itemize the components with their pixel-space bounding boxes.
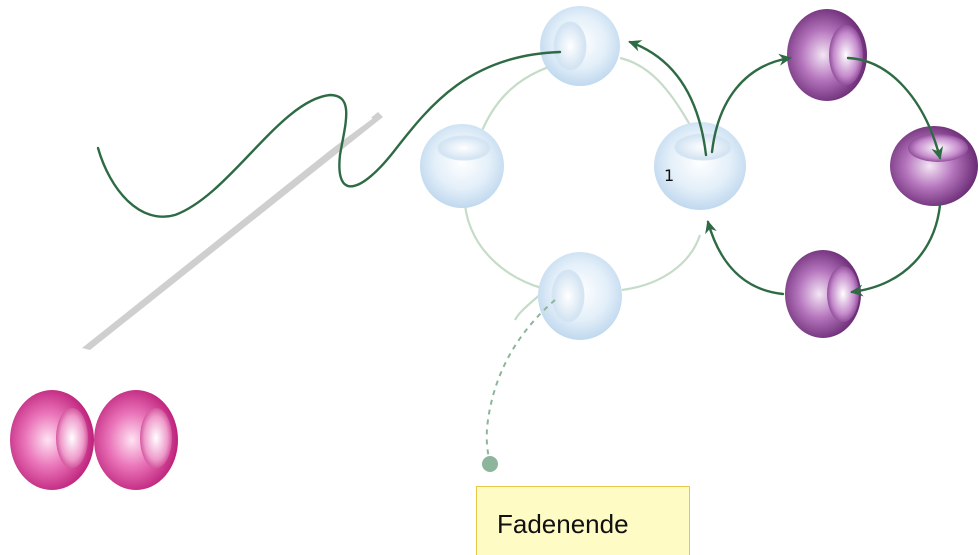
purple-bead-bottom: [785, 250, 861, 338]
needle-icon: [82, 112, 383, 350]
thread-end-dot: [482, 456, 498, 472]
purple-bead-top: [787, 9, 867, 101]
bead-number-label: 1: [664, 166, 675, 185]
thread-path: [96, 40, 944, 297]
pale-bead-numbered: [654, 122, 746, 210]
thread-end-tail: [482, 299, 556, 472]
pale-bead-bottom: [538, 252, 622, 340]
thread-end-label: Fadenende: [476, 486, 690, 555]
magenta-bead-pair-icon: [10, 390, 178, 490]
pale-bead-left: [420, 124, 504, 208]
pale-bead-top: [540, 6, 620, 86]
thread-end-label-text: Fadenende: [497, 509, 629, 539]
